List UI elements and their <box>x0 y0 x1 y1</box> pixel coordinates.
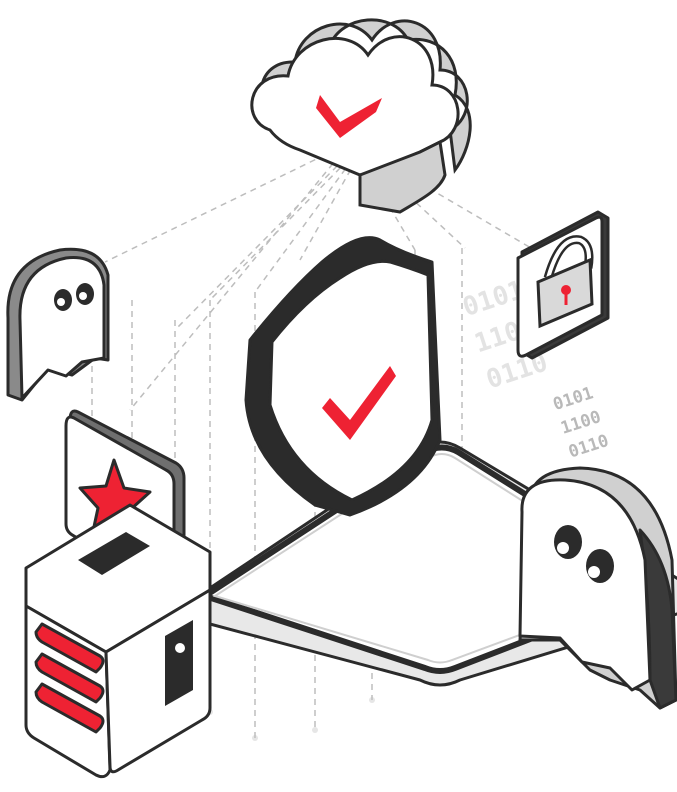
server-icon <box>24 503 212 779</box>
cloud-check-icon <box>250 18 472 214</box>
shield-check-icon <box>244 236 442 517</box>
ghost-icon-right <box>518 466 677 710</box>
check-mark-icon <box>322 366 396 440</box>
padlock-icon <box>516 210 610 360</box>
ghost-icon-left <box>6 247 110 402</box>
check-mark-icon <box>316 95 382 138</box>
binary-code: 0101 1100 0110 <box>551 383 612 462</box>
